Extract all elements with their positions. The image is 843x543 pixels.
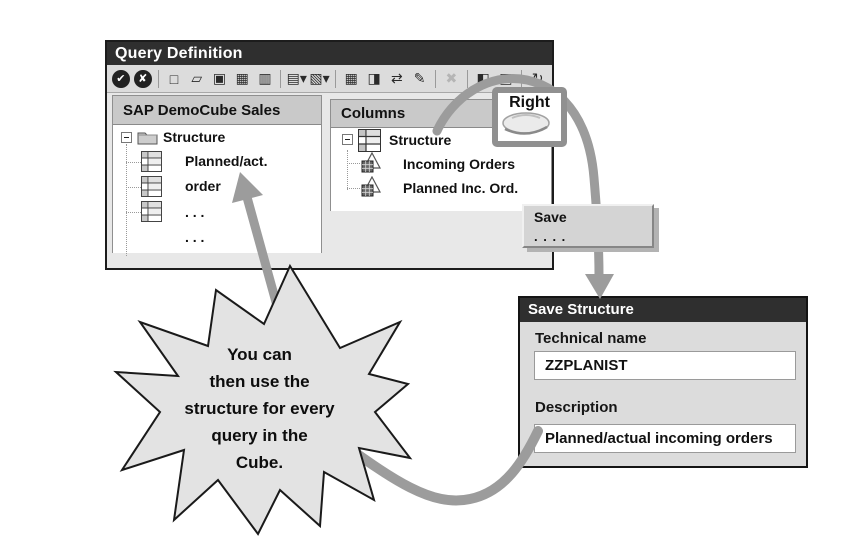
collapse-toggle[interactable] [121,132,132,143]
description-label: Description [535,399,618,416]
right-click-callout: Right [492,87,567,147]
tree-guide-line [347,188,360,189]
tree-guide-line [126,212,141,213]
tree-item-order[interactable]: order [185,178,221,194]
structure-table-icon [141,151,162,172]
toolbar: ✔ ✘ □ ▱ ▣ ▦ ▥ ▤▾ ▧▾ ▦ ◨ ⇄ ✎ ✖ ◧ ▤ ↻ [107,65,552,93]
edit-icon[interactable]: ✎ [413,70,426,86]
technical-name-label: Technical name [535,330,647,347]
key-figure-icon [361,152,381,173]
exchange-disabled-icon[interactable]: ✖ [445,70,458,86]
starburst-text: You can then use the structure for every… [147,341,372,476]
display-mode-icon[interactable]: ▤▾ [286,70,307,86]
tree-guide-line [126,187,141,188]
tree-item-ellipsis[interactable]: . . . [185,229,205,245]
window-titlebar: Query Definition [107,42,552,65]
right-click-label: Right [509,94,550,111]
starburst-line: structure for every [184,399,335,418]
starburst-line: query in the [211,426,308,445]
cancel-icon[interactable]: ✘ [133,69,152,88]
settings-icon[interactable]: ◧ [476,70,490,86]
move-icon[interactable]: ⇄ [390,70,403,86]
paste-mode-icon[interactable]: ▧▾ [309,70,330,86]
open-icon[interactable]: ▱ [191,70,203,86]
mouse-icon [502,112,550,135]
tree-node-structure[interactable]: Structure [389,132,452,148]
dialog-title: Save Structure [528,301,634,318]
tree-guide-line [347,150,348,190]
toolbar-separator [280,69,282,88]
delete-icon[interactable]: ▥ [258,70,272,86]
toolbar-separator [334,69,336,88]
infoprovider-panel-header: SAP DemoCube Sales [113,96,321,125]
toolbar-separator [434,69,436,88]
starburst-line: Cube. [235,453,284,472]
window-title: Query Definition [115,45,243,62]
structure-table-icon [141,176,162,197]
confirm-icon[interactable]: ✔ [112,69,130,88]
technical-name-input[interactable] [534,351,796,380]
key-figure-icon [361,176,381,197]
tree-guide-line [126,144,127,256]
tree-guide-line [126,162,141,163]
tree-item-incoming-orders[interactable]: Incoming Orders [403,156,516,172]
save-structure-dialog: Save Structure Technical name Descriptio… [518,296,808,468]
toolbar-separator [466,69,468,88]
menu-more-items: . . . . [534,229,567,244]
structure-table-icon [358,129,381,152]
structure-table-icon [141,201,162,222]
tree-node-structure[interactable]: Structure [163,129,226,145]
copy-icon[interactable]: ▦ [235,70,249,86]
table-view-icon[interactable]: ▦ [344,70,358,86]
tree-item-planned-act[interactable]: Planned/act. [185,153,268,169]
collapse-toggle[interactable] [342,134,353,145]
insert-icon[interactable]: ◨ [367,70,381,86]
toolbar-separator [157,69,159,88]
query-definition-window: Query Definition ✔ ✘ □ ▱ ▣ ▦ ▥ ▤▾ ▧▾ ▦ ◨… [105,40,554,270]
dialog-titlebar: Save Structure [520,298,806,322]
starburst-line: You can [227,345,292,364]
save-icon[interactable]: ▣ [212,70,227,86]
tree-item-planned-inc-ord[interactable]: Planned Inc. Ord. [403,180,519,196]
report-icon[interactable]: ▤ [499,70,513,86]
refresh-icon[interactable]: ↻ [531,70,544,86]
toolbar-separator [521,69,523,88]
infoprovider-tree: Structure Pla [113,125,321,256]
folder-icon [137,132,158,145]
description-input[interactable] [534,424,796,453]
tree-item-ellipsis[interactable]: . . . [185,204,205,220]
new-query-icon[interactable]: □ [169,70,179,87]
starburst-line: then use the [209,372,310,391]
context-menu: Save . . . . [522,204,654,248]
tree-guide-line [347,163,360,164]
menu-item-save[interactable]: Save [534,209,567,225]
infoprovider-panel: SAP DemoCube Sales Structure [112,95,322,256]
